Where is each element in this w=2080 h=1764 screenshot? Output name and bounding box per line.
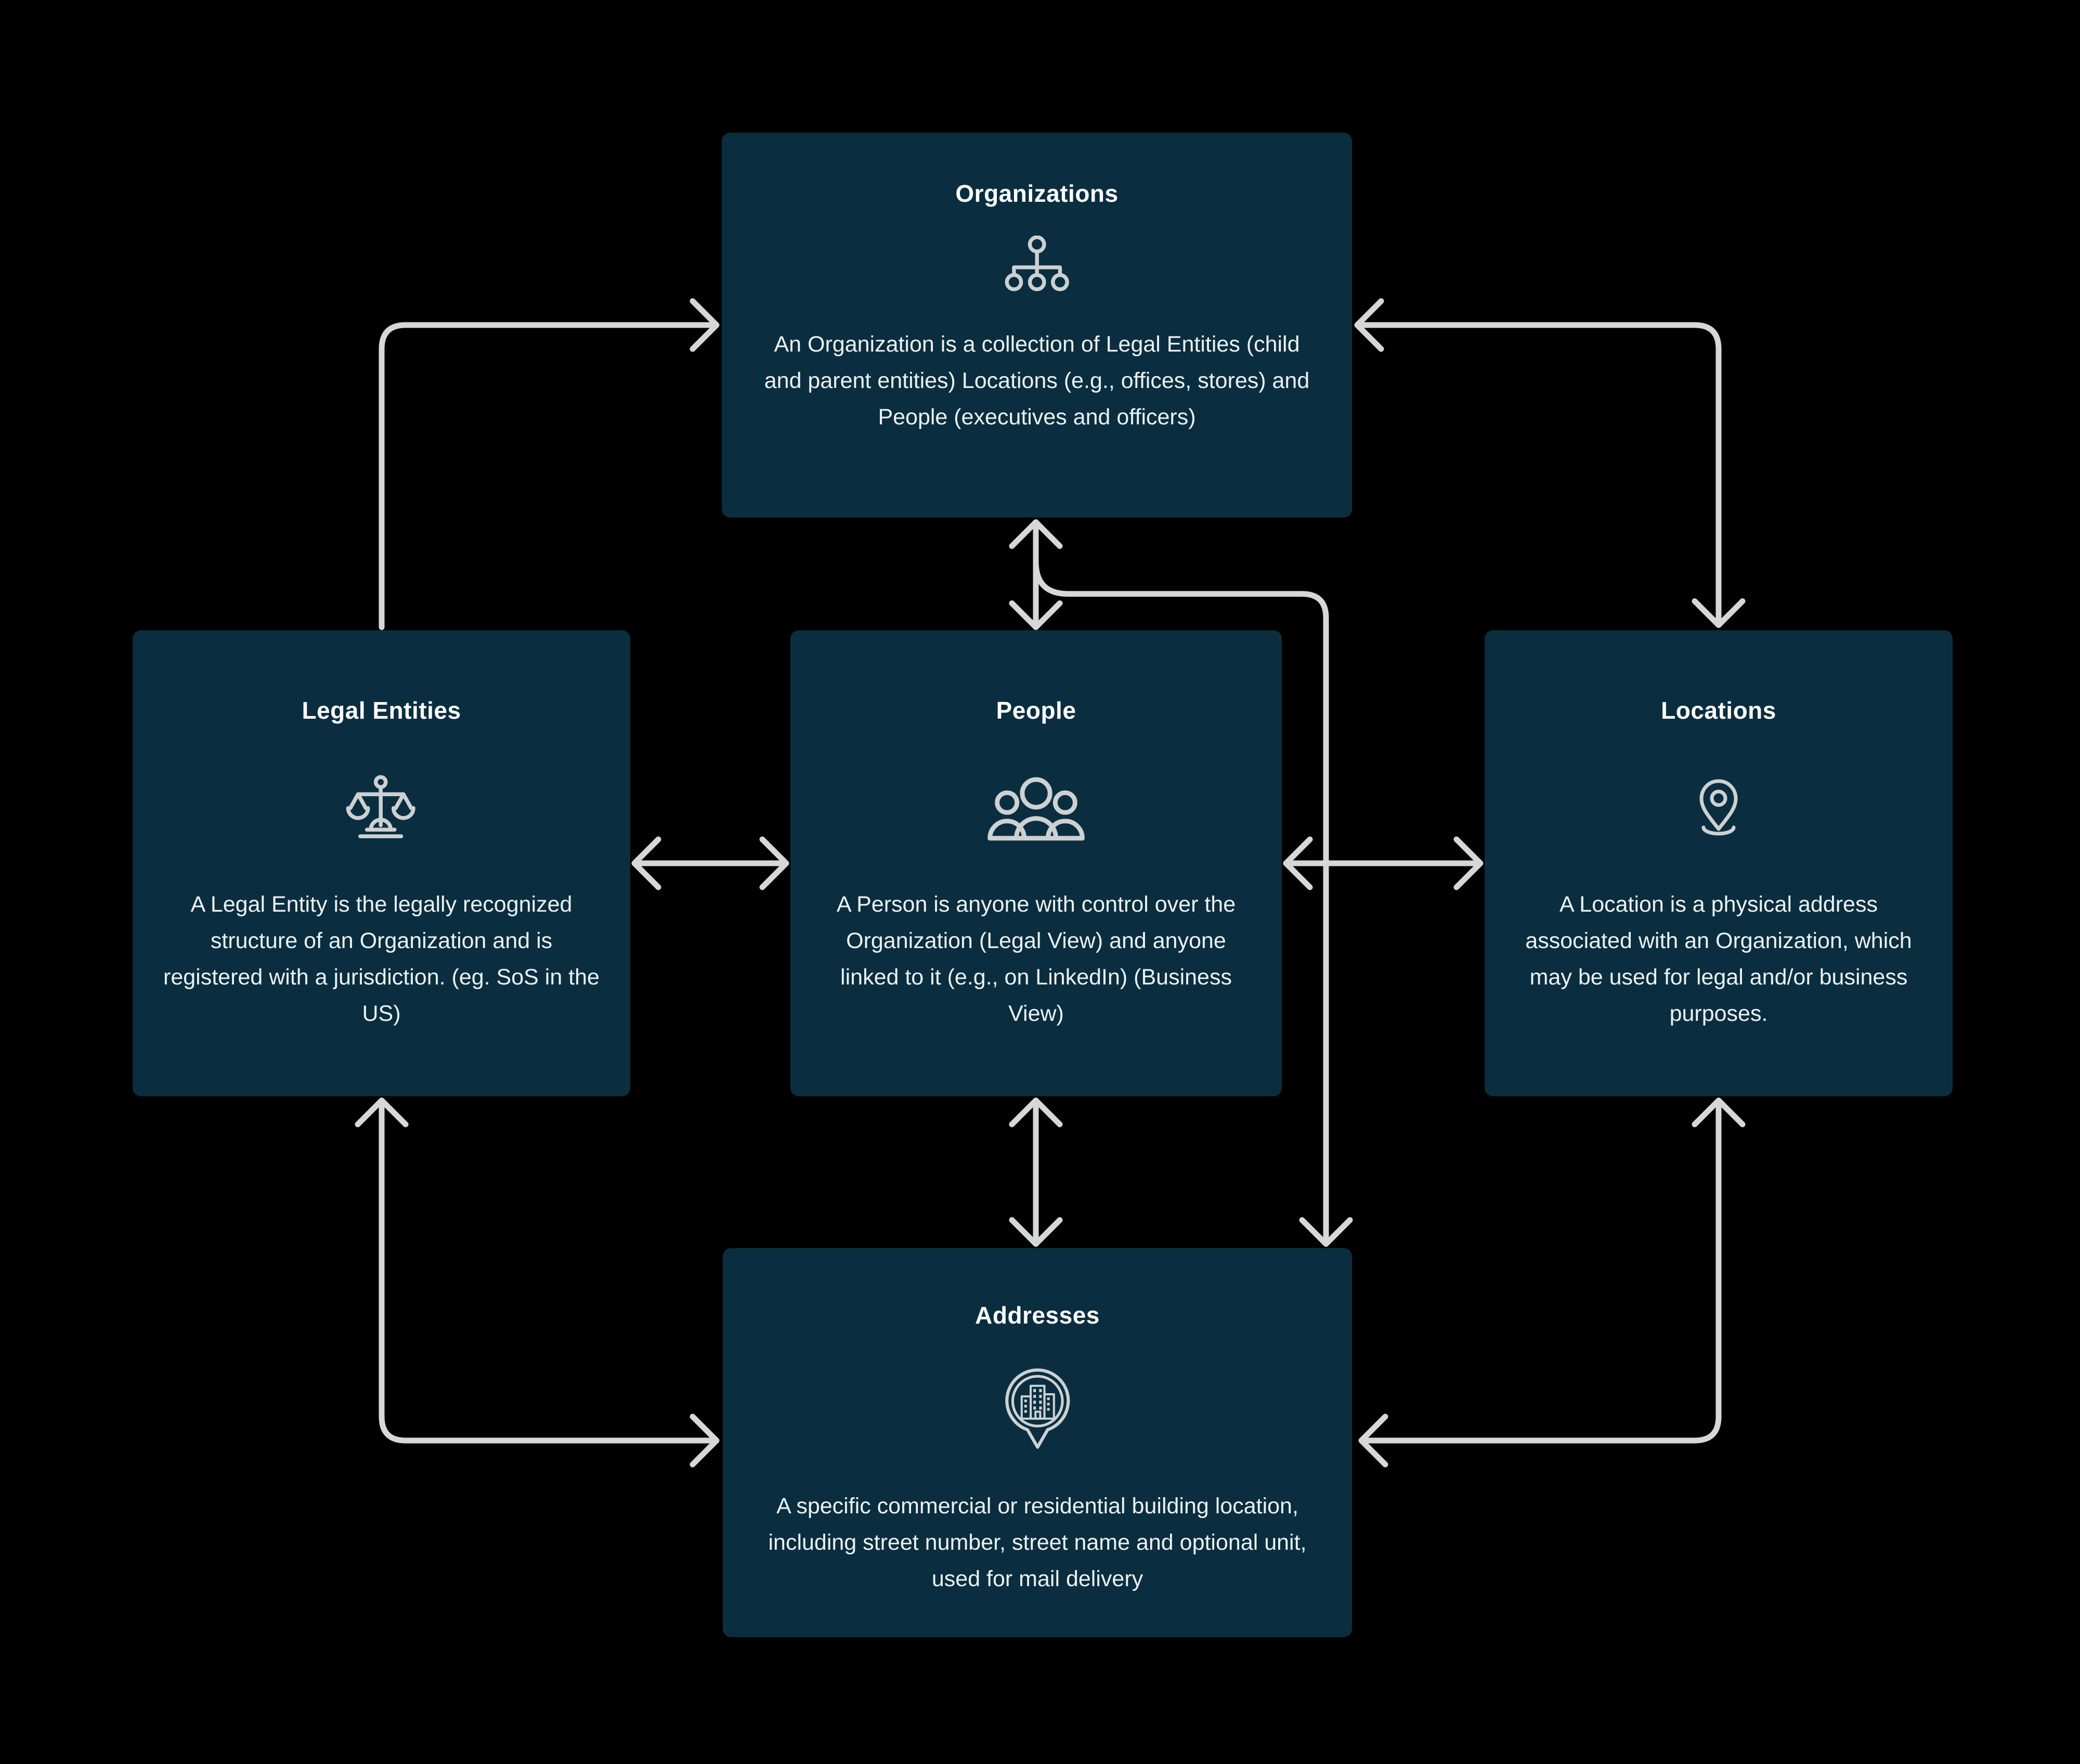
balance-scale-icon — [345, 775, 418, 844]
node-description: A Legal Entity is the legally recognized… — [163, 892, 600, 1026]
building-pin-icon — [998, 1363, 1077, 1454]
people-group-icon — [983, 775, 1089, 844]
node-organizations: Organizations An Organization is a colle… — [722, 133, 1352, 517]
node-description: An Organization is a collection of Legal… — [764, 332, 1310, 430]
arrow-legal-entities-addresses — [355, 1097, 720, 1468]
arrowhead-right-icon — [1453, 836, 1484, 890]
node-description: A Location is a physical address associa… — [1525, 892, 1912, 1026]
node-title: People — [996, 697, 1076, 724]
node-title: Locations — [1661, 697, 1776, 724]
arrowhead-up-icon — [1009, 1097, 1063, 1127]
node-title: Organizations — [955, 180, 1119, 207]
node-description: A Person is anyone with control over the… — [836, 892, 1236, 1026]
node-locations: Locations A Location is a physical addre… — [1485, 630, 1953, 1096]
arrow-people-locations — [1283, 836, 1484, 890]
node-title: Legal Entities — [302, 697, 461, 724]
arrow-organizations-to-addresses — [1033, 559, 1353, 1247]
arrow-locations-addresses — [1358, 1097, 1746, 1468]
arrowhead-down-icon — [1299, 1217, 1353, 1247]
arrow-legal-entities-to-organizations — [379, 298, 720, 630]
arrowhead-up-icon — [1009, 519, 1063, 549]
node-addresses: Addresses — [723, 1248, 1352, 1637]
node-people: People A Person is anyone with control o… — [790, 630, 1282, 1096]
arrow-organizations-locations — [1354, 298, 1746, 628]
arrowhead-left-icon — [1358, 1413, 1388, 1468]
arrowhead-down-icon — [1009, 600, 1063, 630]
org-chart-icon — [1004, 236, 1070, 297]
arrowhead-up-icon — [355, 1097, 409, 1127]
arrowhead-up-icon — [1692, 1097, 1746, 1127]
node-legal-entities: Legal Entities A Legal Entity is the leg… — [133, 630, 630, 1096]
arrowhead-right-icon — [690, 298, 720, 352]
map-pin-icon — [1690, 775, 1747, 844]
arrowhead-right-icon — [690, 1413, 720, 1468]
arrowhead-left-icon — [1354, 298, 1384, 352]
arrowhead-left-icon — [1283, 836, 1313, 890]
arrowhead-down-icon — [1692, 598, 1746, 628]
arrow-legal-entities-people — [631, 836, 789, 890]
arrowhead-left-icon — [631, 836, 661, 890]
arrowhead-down-icon — [1009, 1217, 1063, 1247]
node-description: A specific commercial or residential bui… — [768, 1494, 1307, 1591]
arrowhead-right-icon — [759, 836, 789, 890]
node-title: Addresses — [975, 1302, 1100, 1329]
arrow-people-addresses — [1009, 1097, 1063, 1247]
